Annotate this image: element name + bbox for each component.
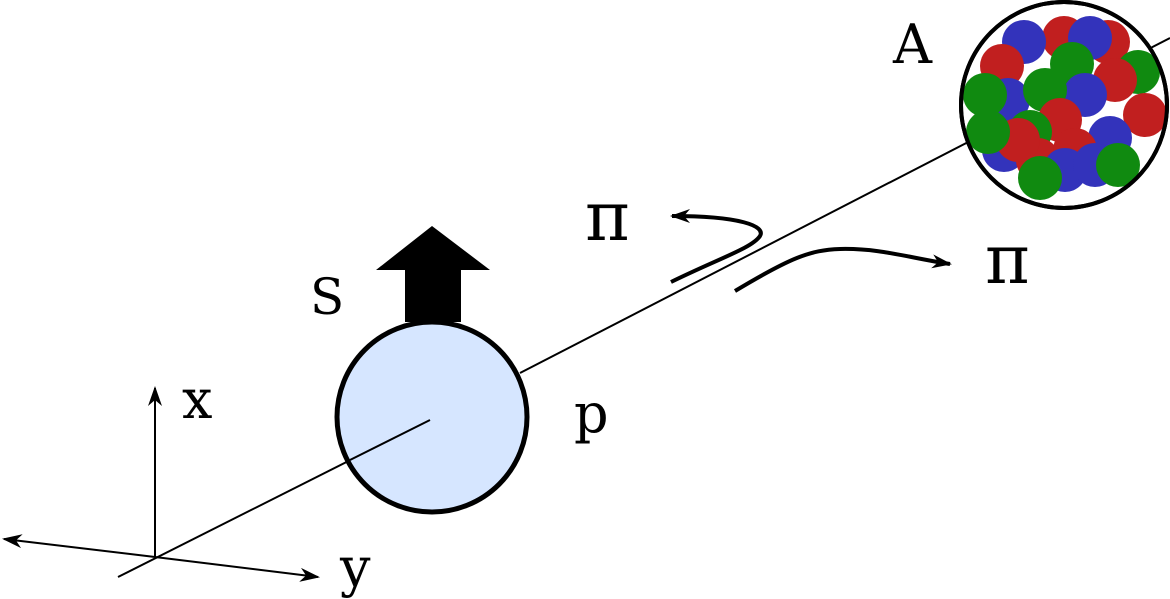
axis-y-label: y [339,536,371,599]
nucleus-outline-ring [959,0,1169,210]
spin-label: S [310,268,344,326]
nucleon-green [966,110,1010,154]
nucleus [959,0,1169,210]
proton-circle [334,319,530,515]
pion-left-track [670,209,763,284]
spin-arrow [376,226,490,322]
nucleon-green [1018,156,1062,200]
pion-right-label: π [985,221,1030,300]
pion-right-track [733,246,952,293]
nucleus-label: A [892,13,933,76]
nucleon-red [1123,93,1167,137]
nucleons-group [963,16,1167,200]
nucleon-green [1096,143,1140,187]
nucleon-green [963,73,1007,117]
pion-left-label: π [585,178,630,257]
z-axis-arrow [2,534,156,558]
proton-label: p [574,382,609,445]
y-axis-arrow [154,556,320,582]
axis-x-label: x [182,368,212,431]
proton-beam-segment [349,419,431,461]
proton [334,319,530,515]
